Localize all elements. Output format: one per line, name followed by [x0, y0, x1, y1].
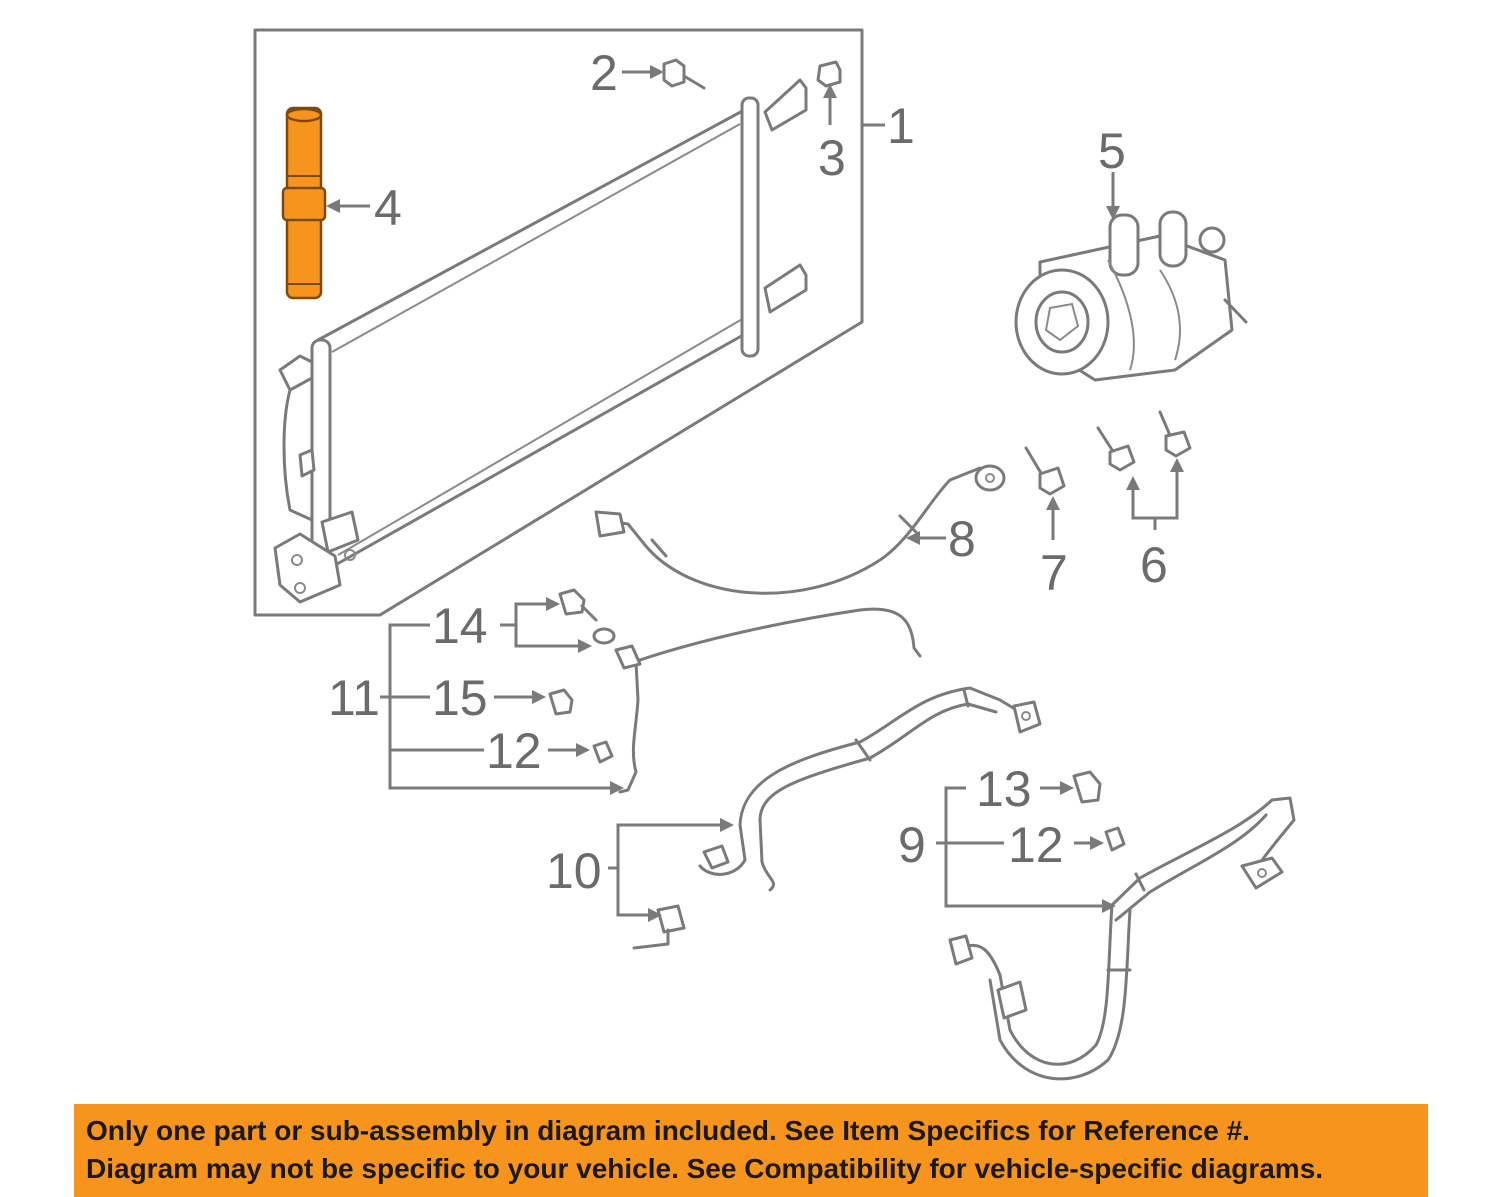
arrowhead-7 [1046, 496, 1060, 510]
condenser-illustration [273, 78, 808, 604]
suction-line-10-illustration [632, 686, 1042, 950]
liquid-line-11-illustration [548, 588, 922, 794]
callout-7: 7 [1040, 545, 1068, 601]
arrowhead-9 [1102, 899, 1116, 913]
callout-1: 1 [887, 98, 915, 154]
arrowhead-2 [650, 65, 664, 79]
arrowhead-14a [546, 597, 560, 611]
leader-6 [1131, 470, 1179, 520]
arrowhead-8 [906, 531, 920, 545]
leader-14 [500, 602, 548, 627]
callout-13: 13 [976, 761, 1032, 817]
leader-11 [388, 623, 612, 790]
arrowhead-10b [648, 908, 662, 922]
condenser-group-box [253, 28, 864, 617]
clip-3-illustration [816, 60, 842, 88]
callout-12a: 12 [486, 723, 542, 779]
callout-14: 14 [432, 598, 488, 654]
receiver-drier-highlighted [281, 106, 327, 300]
arrowhead-12a [576, 743, 590, 757]
disclaimer-line-2: Diagram may not be specific to your vehi… [86, 1153, 1324, 1184]
arrowhead-14b [578, 639, 592, 653]
callout-12b: 12 [1008, 817, 1064, 873]
arrowhead-5 [1106, 206, 1120, 220]
callout-15: 15 [432, 670, 488, 726]
callout-8: 8 [948, 511, 976, 567]
arrowhead-3 [823, 84, 837, 98]
disclaimer-banner: Only one part or sub-assembly in diagram… [74, 1104, 1428, 1197]
compressor-bolts-6-illustration [1096, 410, 1192, 472]
arrowhead-13 [1060, 781, 1074, 795]
leader-14b [514, 625, 580, 648]
compressor-bolt-7-illustration [1024, 446, 1066, 496]
suction-hose-9-illustration [948, 770, 1296, 1081]
arrowhead-11 [610, 781, 624, 795]
arrowhead-10a [720, 818, 734, 832]
arrowhead-4 [326, 199, 340, 213]
bolt-2-illustration [662, 58, 706, 90]
callout-2: 2 [590, 45, 618, 101]
callout-6: 6 [1140, 537, 1168, 593]
leader-10 [616, 823, 722, 917]
callout-5: 5 [1098, 123, 1126, 179]
callout-11: 11 [328, 670, 380, 726]
callout-4: 4 [374, 180, 402, 236]
disclaimer-line-1: Only one part or sub-assembly in diagram… [86, 1115, 1250, 1146]
arrowhead-12b [1090, 836, 1104, 850]
callout-9: 9 [898, 817, 926, 873]
arrowhead-6a [1126, 476, 1140, 490]
callout-3: 3 [818, 130, 846, 186]
arrowhead-15 [532, 690, 546, 704]
compressor-illustration [1014, 210, 1248, 382]
leader-9 [944, 786, 1104, 908]
discharge-hose-8-illustration [594, 464, 1006, 595]
arrowhead-6b [1170, 458, 1184, 472]
callout-10: 10 [546, 843, 602, 899]
